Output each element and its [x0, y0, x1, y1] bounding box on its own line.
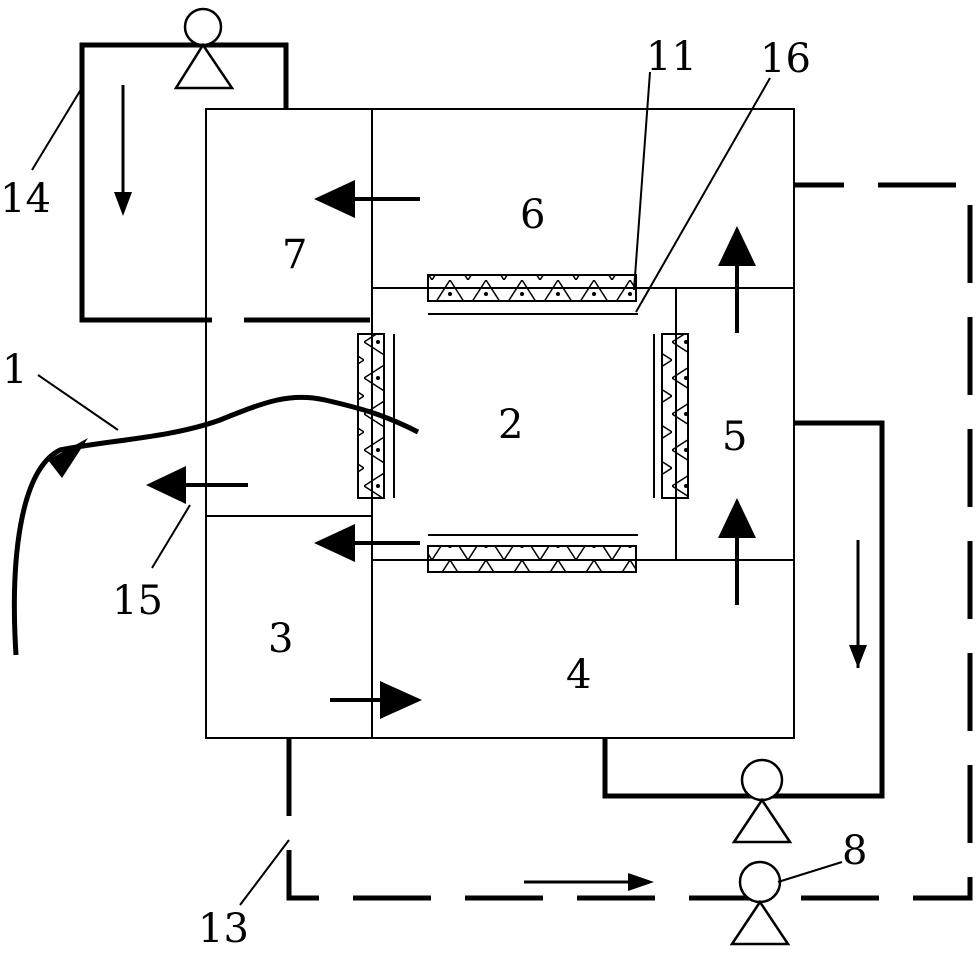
dashed-pipe-13	[286, 182, 973, 901]
inflow-line-1	[11, 394, 420, 656]
flow-arrow-chamber-5-upper	[718, 226, 756, 333]
recirculation-pipe-14	[79, 42, 289, 323]
pump-middle	[731, 758, 793, 844]
flow-arrow-chamber-6	[314, 180, 420, 218]
label-5: 5	[722, 414, 747, 460]
membrane-top	[427, 274, 637, 302]
label-13: 13	[198, 906, 249, 952]
flow-arrow-to-chamber-4	[330, 681, 422, 719]
leader-14	[31, 85, 84, 171]
flow-arrow-return-head	[849, 645, 867, 668]
leader-16	[635, 77, 771, 313]
flow-arrow-13-head	[628, 873, 654, 891]
flow-arrow-14-head	[114, 192, 132, 216]
label-6: 6	[520, 192, 545, 238]
membrane-right	[661, 333, 689, 499]
pump-top	[173, 7, 235, 90]
label-8: 8	[842, 828, 867, 874]
inflow-arrow-head	[48, 438, 88, 478]
leader-15	[151, 504, 191, 569]
label-1: 1	[2, 347, 27, 393]
label-11: 11	[646, 34, 697, 80]
flow-arrow-to-chamber-3	[314, 524, 420, 562]
label-4: 4	[566, 652, 591, 698]
leader-8	[777, 861, 843, 883]
label-2: 2	[498, 402, 523, 448]
leader-11	[633, 71, 651, 291]
label-16: 16	[760, 36, 811, 82]
membrane-bottom	[427, 545, 637, 573]
pump-8	[729, 860, 791, 946]
return-pipe-4-5	[602, 420, 885, 799]
leader-1	[37, 374, 119, 431]
label-3: 3	[268, 616, 293, 662]
flow-arrow-outlet-15	[146, 466, 248, 504]
flow-arrow-chamber-5-lower	[718, 498, 756, 605]
leader-13	[239, 839, 290, 906]
label-15: 15	[112, 578, 163, 624]
label-14: 14	[0, 176, 51, 222]
label-7: 7	[282, 232, 307, 278]
